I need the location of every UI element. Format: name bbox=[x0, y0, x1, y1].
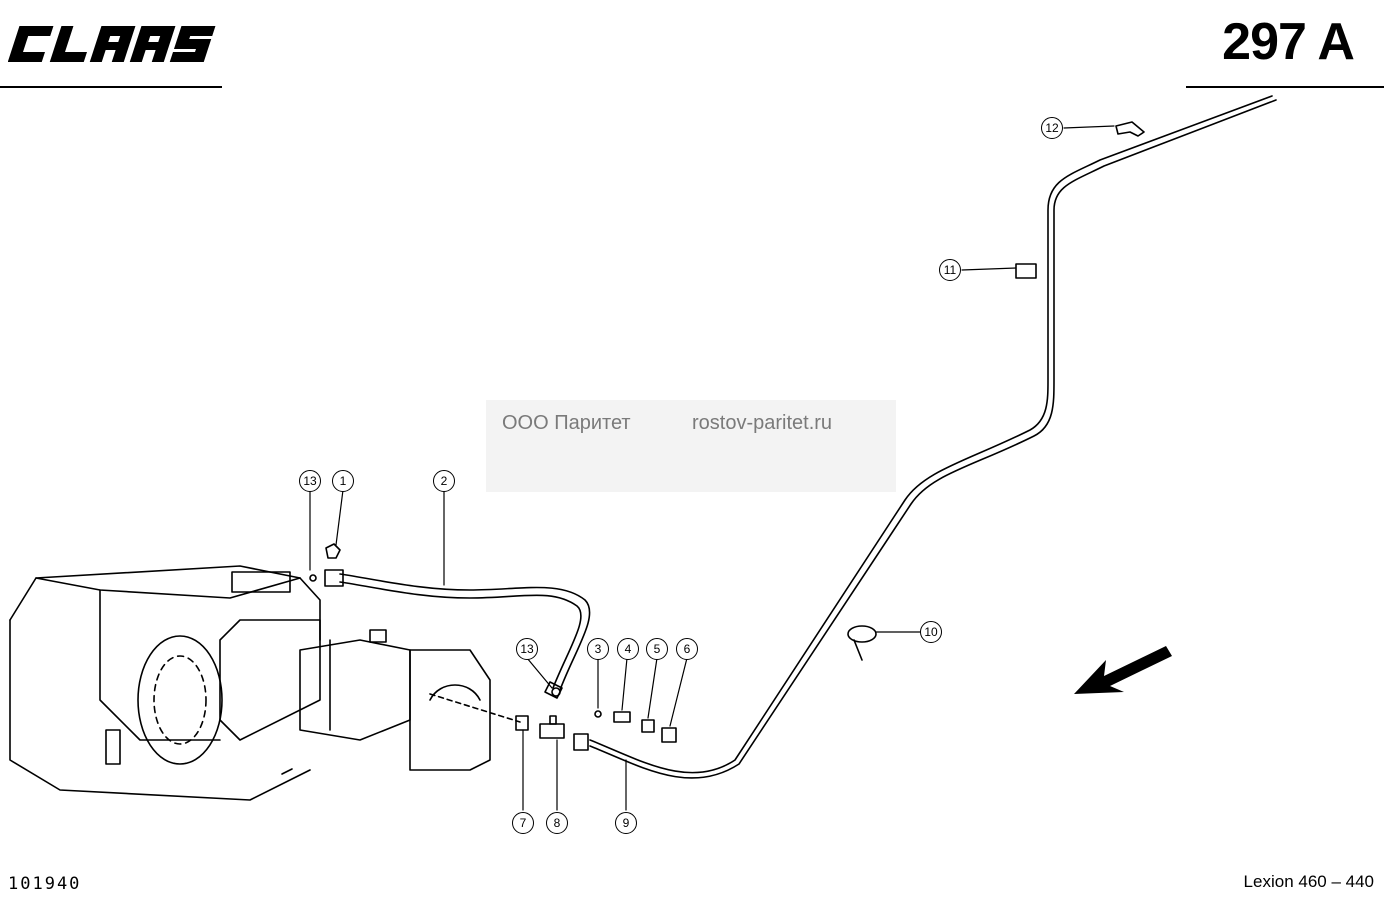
callout-2: 2 bbox=[433, 470, 455, 492]
hose-end-top bbox=[324, 569, 344, 587]
model-label: Lexion 460 – 440 bbox=[1243, 872, 1374, 891]
callout-3: 3 bbox=[587, 638, 609, 660]
claas-logo bbox=[8, 26, 216, 62]
watermark: ООО Паритет rostov-paritet.ru bbox=[486, 400, 896, 492]
callout-13-top: 13 bbox=[299, 470, 321, 492]
watermark-site: rostov-paritet.ru bbox=[692, 412, 833, 434]
fittings bbox=[309, 543, 677, 751]
hose bbox=[324, 569, 591, 699]
watermark-company: ООО Паритет bbox=[502, 412, 631, 434]
pump-assembly bbox=[281, 629, 521, 775]
pipe-line bbox=[589, 95, 1277, 779]
leader-lines bbox=[309, 125, 1115, 811]
callout-4: 4 bbox=[617, 638, 639, 660]
header-rule-left bbox=[0, 86, 222, 88]
callout-7: 7 bbox=[512, 812, 534, 834]
callout-9: 9 bbox=[615, 812, 637, 834]
machine-housing bbox=[9, 565, 321, 801]
callout-10: 10 bbox=[920, 621, 942, 643]
callout-12: 12 bbox=[1041, 117, 1063, 139]
header-rule-right bbox=[1186, 86, 1384, 88]
callout-11: 11 bbox=[939, 259, 961, 281]
hose-end-bottom bbox=[544, 681, 563, 699]
document-number: 101940 bbox=[8, 874, 82, 894]
callout-5: 5 bbox=[646, 638, 668, 660]
callout-1: 1 bbox=[332, 470, 354, 492]
callout-8: 8 bbox=[546, 812, 568, 834]
arrow-down-left-icon bbox=[1074, 646, 1172, 694]
page-code: 297 A bbox=[1222, 13, 1355, 71]
clamps bbox=[847, 121, 1145, 661]
callout-6: 6 bbox=[676, 638, 698, 660]
callout-13-bottom: 13 bbox=[516, 638, 538, 660]
